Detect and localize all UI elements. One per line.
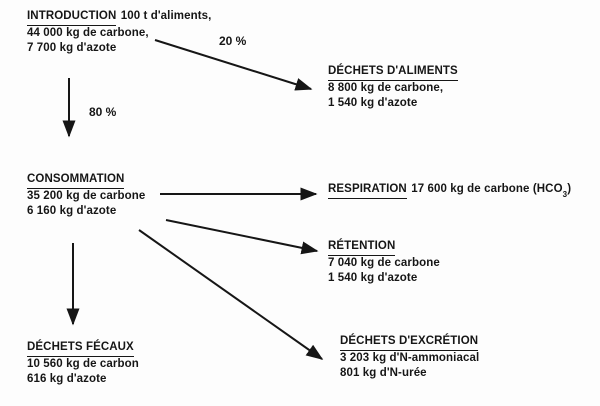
dechets-excretion-title-line: DÉCHETS D'EXCRÉTION [340,334,479,351]
dechets-excretion-title: DÉCHETS D'EXCRÉTION [340,334,479,351]
introduction-title-suffix: 100 t d'aliments, [120,10,212,22]
retention-title: RÉTENTION [328,239,396,256]
dechets-fecaux-line-1: 10 560 kg de carbon [27,357,139,370]
dechets-fecaux-title-line: DÉCHETS FÉCAUX [27,340,139,357]
node-dechets-fecaux: DÉCHETS FÉCAUX 10 560 kg de carbon 616 k… [27,340,139,387]
percent-label-20: 20 % [219,34,247,48]
respiration-value-pre: 17 600 kg de carbone (HCO [411,183,563,195]
retention-line-1: 7 040 kg de carbone [328,256,440,269]
dechets-fecaux-line-2: 616 kg d'azote [27,372,107,385]
node-retention: RÉTENTION 7 040 kg de carbone 1 540 kg d… [328,239,440,286]
percent-label-80: 80 % [89,105,117,119]
respiration-value-subscript: 3 [562,190,568,200]
dechets-aliments-line-2: 1 540 kg d'azote [328,96,418,109]
node-dechets-aliments: DÉCHETS D'ALIMENTS 8 800 kg de carbone, … [328,64,458,111]
dechets-fecaux-title: DÉCHETS FÉCAUX [27,340,134,357]
retention-title-line: RÉTENTION [328,239,440,256]
retention-line-2: 1 540 kg d'azote [328,271,418,284]
consommation-line-2: 6 160 kg d'azote [27,204,117,217]
consommation-line-1: 35 200 kg de carbone [27,189,146,202]
introduction-title: INTRODUCTION [27,9,117,26]
dechets-aliments-title-line: DÉCHETS D'ALIMENTS [328,64,458,81]
arrow-introduction-to-dechets-aliments [154,39,313,91]
arrow-consommation-to-dechets-excretion [138,229,324,360]
dechets-aliments-title: DÉCHETS D'ALIMENTS [328,64,458,81]
dechets-excretion-line-1: 3 203 kg d'N-ammoniacal [340,351,480,364]
consommation-title: CONSOMMATION [27,172,125,189]
node-consommation: CONSOMMATION 35 200 kg de carbone 6 160 … [27,172,145,219]
consommation-title-line: CONSOMMATION [27,172,145,189]
respiration-value-post: ) [567,183,572,195]
node-dechets-excretion: DÉCHETS D'EXCRÉTION 3 203 kg d'N-ammonia… [340,334,479,381]
respiration-value: 17 600 kg de carbone (HCO3) [411,183,572,199]
introduction-line-2: 7 700 kg d'azote [27,41,117,54]
arrow-consommation-to-retention [165,219,319,255]
dechets-excretion-line-2: 801 kg d'N-urée [340,366,427,379]
respiration-title: RESPIRATION [328,182,407,199]
introduction-line-1: 44 000 kg de carbone, [27,26,149,39]
dechets-aliments-line-1: 8 800 kg de carbone, [328,81,444,94]
